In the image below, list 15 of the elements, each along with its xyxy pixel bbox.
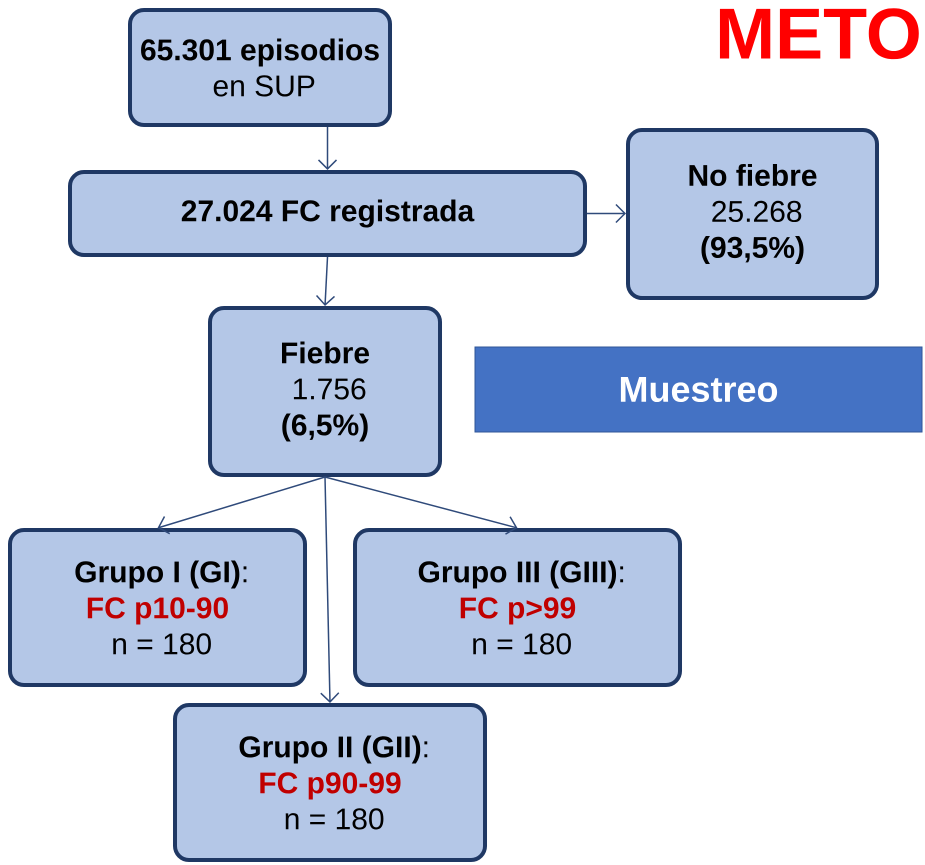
arrow: [158, 476, 326, 534]
title: METO: [720, 8, 919, 60]
arrow: [316, 256, 335, 306]
process-box: Fiebre 1.756 (6,5%): [208, 306, 442, 477]
arrow: [324, 476, 518, 535]
process-box: Grupo I (GI): FC p10-90 n = 180: [8, 528, 307, 687]
process-box: Grupo II (GII): FC p90-99 n = 180: [173, 703, 487, 862]
process-box: No fiebre 25.268 (93,5%): [626, 128, 879, 300]
process-box: Grupo III (GIII): FC p>99 n = 180: [353, 528, 682, 687]
process-box: 27.024 FC registrada: [68, 170, 587, 257]
arrow: [320, 477, 340, 704]
arrow: [318, 127, 338, 170]
banner-box: Muestreo: [474, 346, 922, 432]
process-box: 65.301 episodios en SUP: [128, 8, 392, 127]
arrow: [587, 204, 626, 224]
